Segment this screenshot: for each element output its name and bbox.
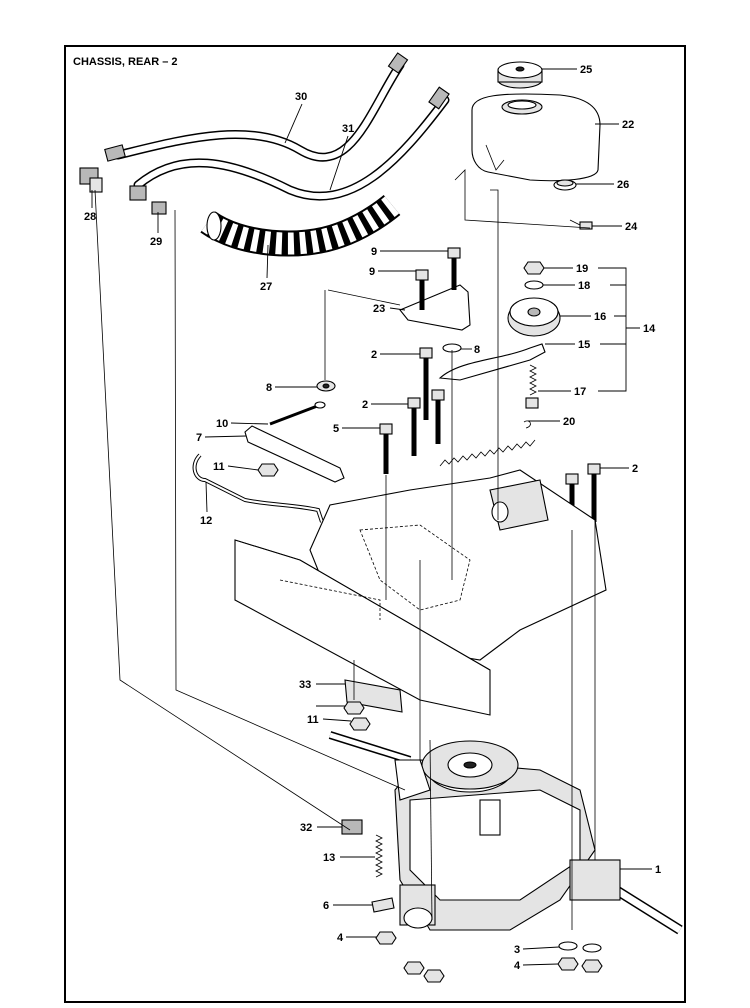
callout-18: 18: [578, 280, 590, 292]
leader-10: [230, 422, 269, 425]
elbow-fitting-27: [79, 167, 103, 193]
callout-6: 6: [323, 900, 329, 912]
callout-27: 28: [84, 211, 96, 223]
leader-3: [522, 946, 560, 950]
spring-17: [525, 364, 539, 409]
reservoir-cap-24: [497, 61, 543, 89]
nuts-4: [375, 931, 603, 983]
callout-11a: 11: [213, 461, 225, 473]
bolts-9: [415, 247, 461, 310]
callout-8a: 8: [266, 382, 272, 394]
hydraulic-hose-29: [104, 52, 409, 162]
plate-7: [244, 425, 345, 483]
hydraulic-hose-30: [133, 86, 450, 201]
leader-30: [329, 135, 349, 191]
extension-spring-20: [439, 420, 536, 467]
leader-22: [389, 307, 406, 311]
callout-9b: 9: [369, 266, 375, 278]
nut-19: [523, 261, 545, 275]
callout-15: 15: [578, 339, 590, 351]
callout-31: 32: [300, 822, 312, 834]
spring-13: [375, 834, 383, 878]
leader-4b: [522, 963, 559, 966]
rear-chassis-frame: [234, 469, 607, 716]
callout-13: 13: [323, 852, 335, 864]
assembly-guide-lines: [94, 169, 596, 930]
callout-5: 5: [333, 423, 339, 435]
pulley-16: [507, 297, 561, 337]
callout-17: 17: [574, 386, 586, 398]
bracket-22: [399, 284, 471, 331]
hose-clamp-25: [553, 179, 577, 191]
rod-10: [269, 401, 326, 426]
transaxle-assembly: [328, 731, 683, 935]
hydraulic-reservoir-21: [471, 93, 601, 182]
callout-2b: 2: [362, 399, 368, 411]
leader-26: [266, 244, 269, 279]
washer-3: [558, 941, 602, 953]
washer-18: [524, 280, 544, 290]
callout-20: 20: [563, 416, 575, 428]
fitting-28: [129, 185, 167, 215]
nut-11-upper: [257, 463, 279, 477]
callout-30: 31: [342, 123, 354, 135]
callout-10: 10: [216, 418, 228, 430]
washers-8: [316, 343, 462, 392]
callout-26: 27: [260, 281, 272, 293]
leader-12: [205, 481, 208, 513]
callout-23: 24: [625, 221, 638, 233]
lever-12: [192, 453, 324, 523]
spiral-hose-guard-26: [200, 194, 401, 257]
bolt-5: [379, 423, 393, 474]
screw-23: [569, 219, 593, 230]
cooling-fan: [421, 740, 519, 790]
callout-24: 25: [580, 64, 592, 76]
nut-33: [343, 701, 365, 715]
callout-22: 23: [373, 303, 385, 315]
callout-4b: 4: [514, 960, 521, 972]
callout-32: 33: [299, 679, 311, 691]
callout-19: 19: [576, 263, 588, 275]
callout-25: 26: [617, 179, 629, 191]
leader-29: [284, 103, 303, 144]
callout-16: 16: [594, 311, 606, 323]
callout-8b: 8: [474, 344, 480, 356]
leader-11a: [227, 465, 259, 471]
callout-2c: 2: [632, 463, 638, 475]
callout-14: 14: [643, 323, 656, 335]
callout-4a: 4: [337, 932, 344, 944]
callout-1: 1: [655, 864, 661, 876]
callout-3: 3: [514, 944, 520, 956]
leader-14-bracket: [598, 267, 640, 392]
diagram-title: CHASSIS, REAR – 2: [73, 56, 178, 68]
callout-7: 7: [196, 432, 202, 444]
callout-9a: 9: [371, 246, 377, 258]
callout-2a: 2: [371, 349, 377, 361]
callout-21: 22: [622, 119, 634, 131]
leader-7: [204, 435, 247, 438]
diagram-frame: [64, 45, 686, 1003]
callout-11b: 11: [307, 714, 319, 726]
nut-11-lower: [349, 717, 371, 731]
callout-29: 30: [295, 91, 307, 103]
callout-12: 12: [200, 515, 212, 527]
leader-11b: [322, 718, 352, 722]
bracket-6: [371, 897, 395, 913]
idler-arm-15: [438, 343, 546, 381]
callout-28: 29: [150, 236, 162, 248]
